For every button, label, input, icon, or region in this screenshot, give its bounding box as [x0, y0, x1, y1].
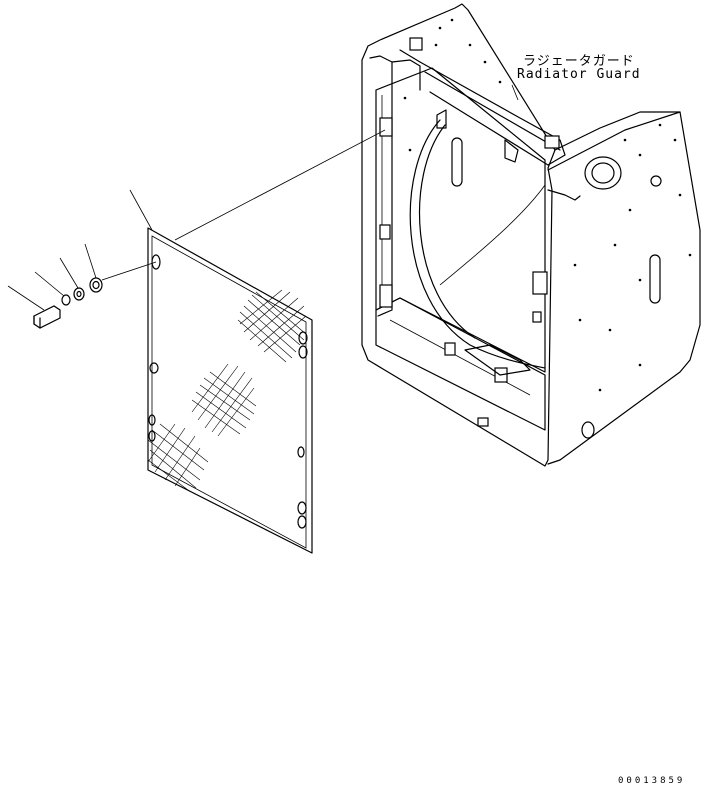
mesh-pattern: [147, 289, 307, 491]
radiator-guard-panel: [147, 227, 313, 554]
leader-lines: [7, 84, 519, 311]
hardware-fasteners: [33, 277, 103, 329]
radiator-frame: [361, 3, 701, 467]
part-name-english: Radiator Guard: [517, 67, 641, 82]
drawing-number: 00013859: [618, 776, 686, 786]
part-name-japanese: ラジェータガード: [523, 54, 635, 69]
